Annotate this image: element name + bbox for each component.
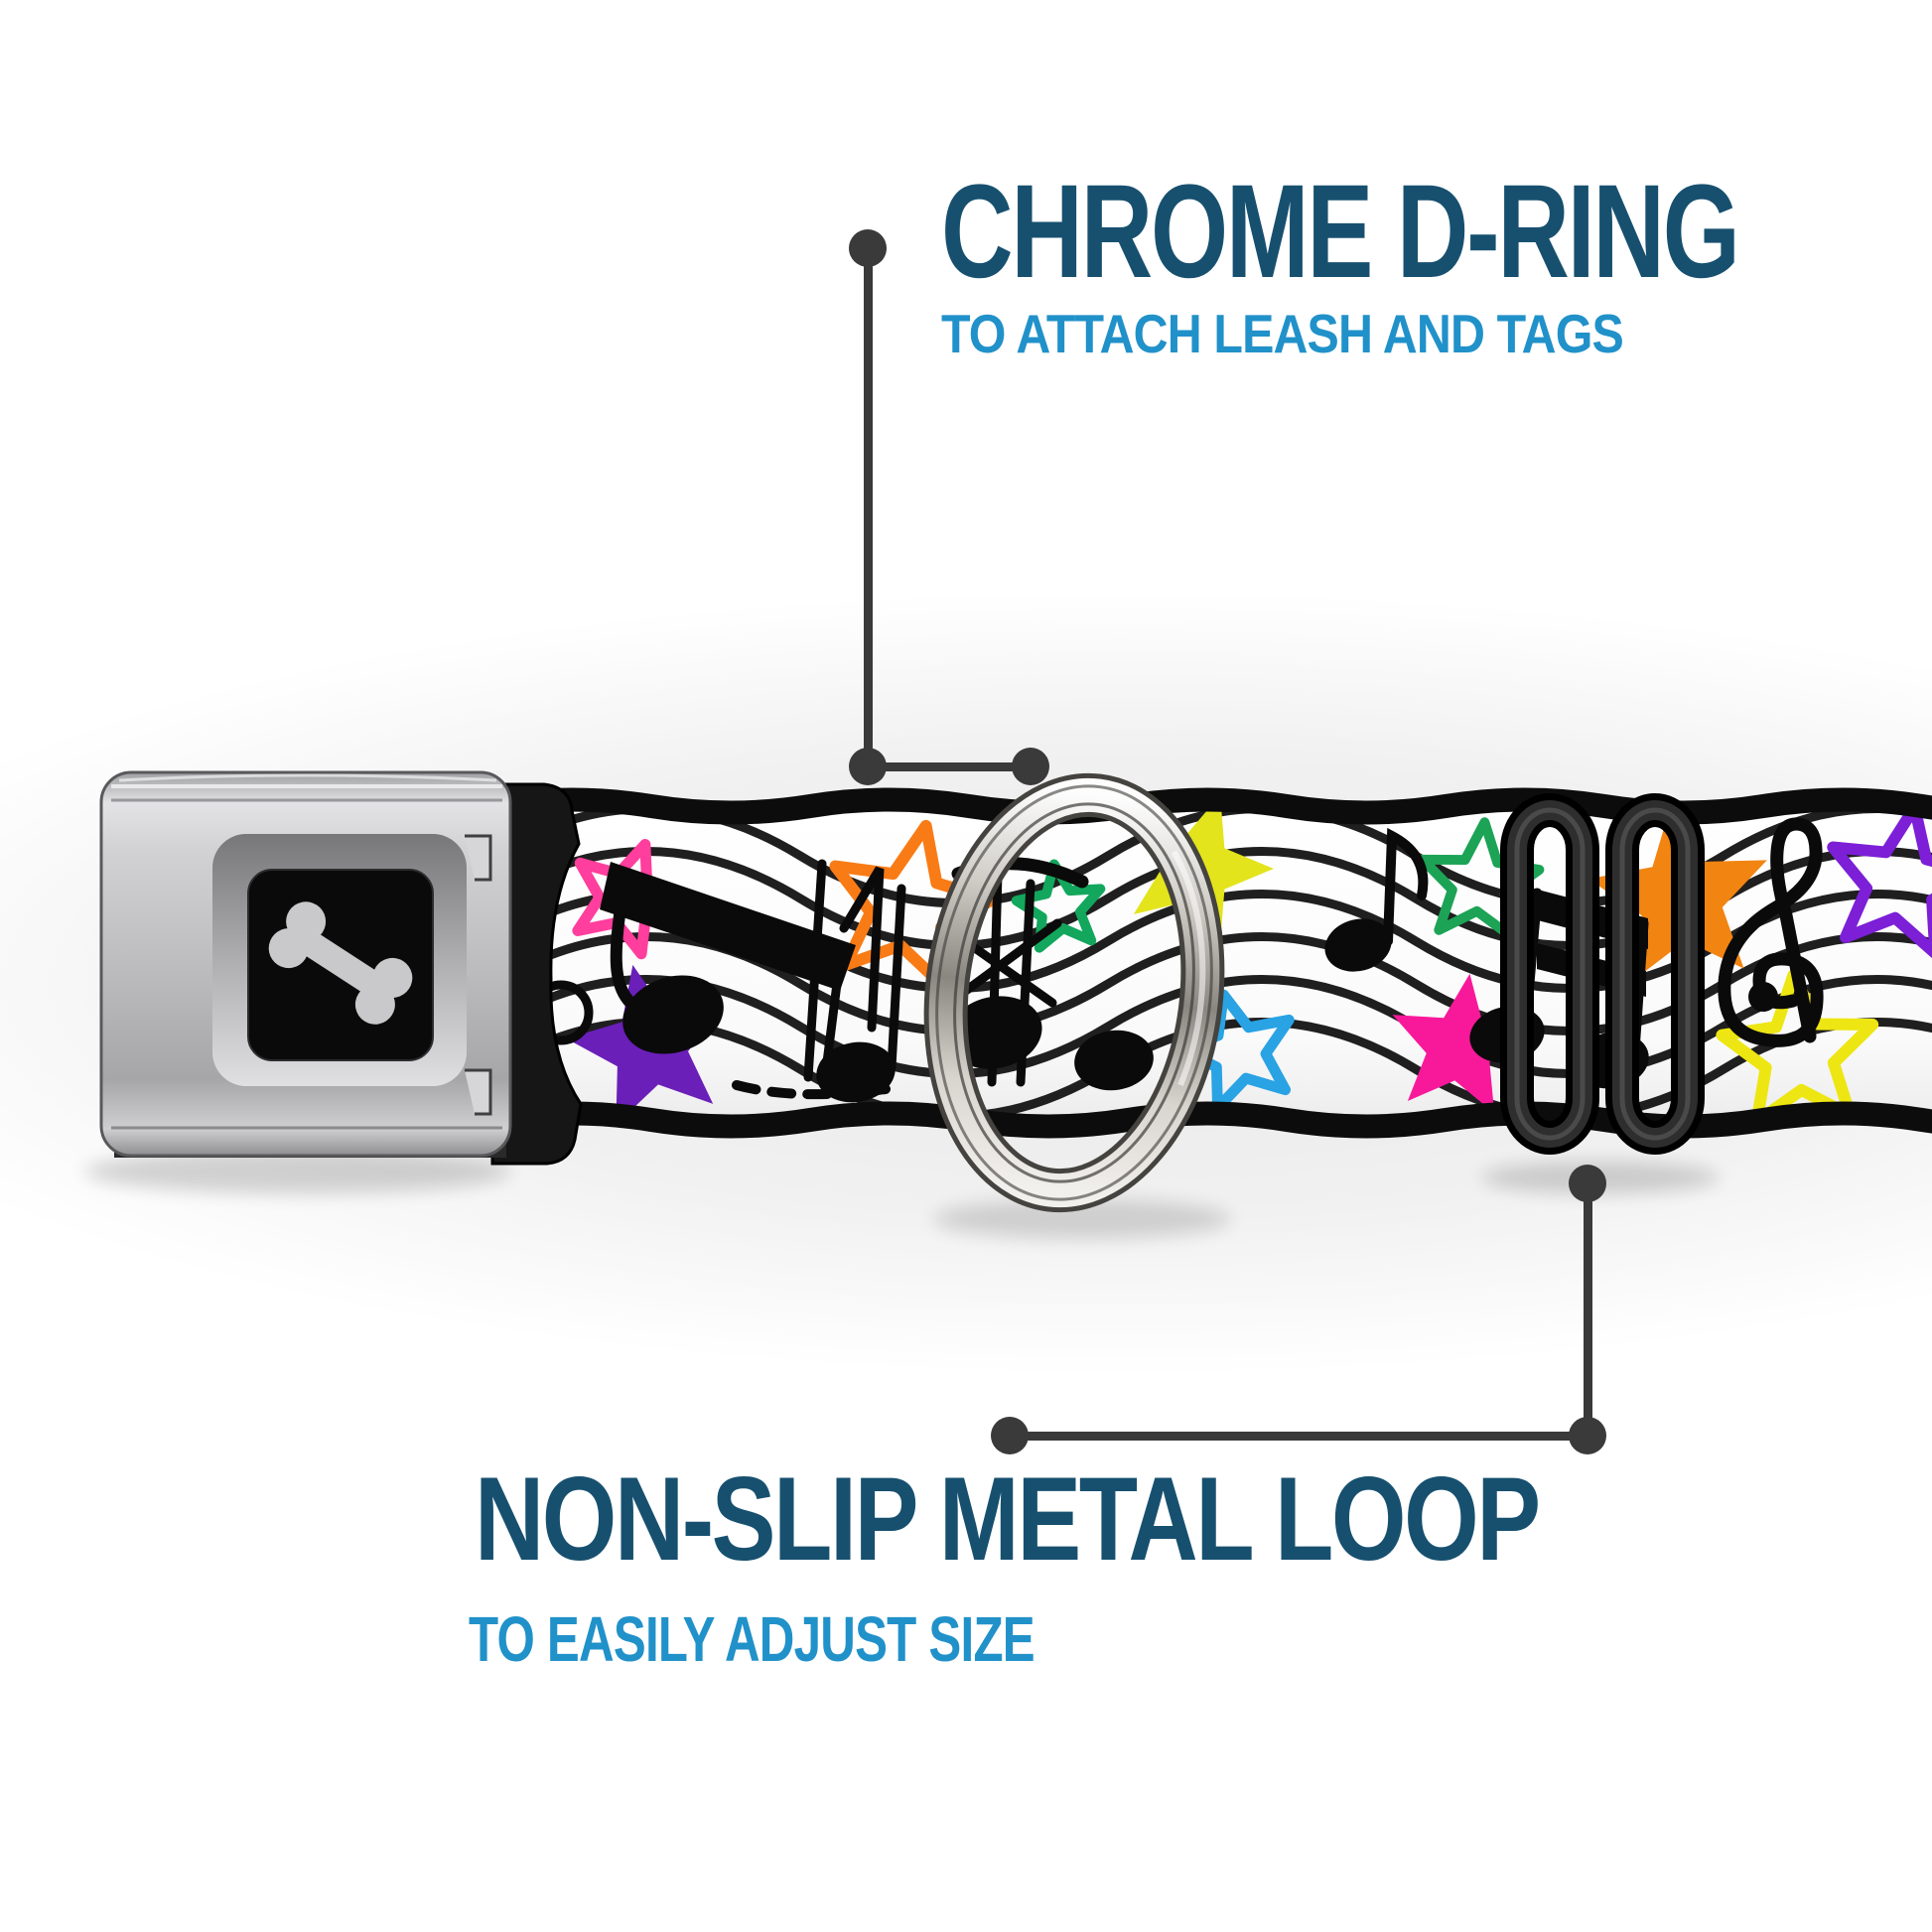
- loop-subtitle: TO EASILY ADJUST SIZE: [469, 1603, 1035, 1675]
- strap-edges: [481, 787, 1932, 1139]
- treble-clef-icon: [1718, 817, 1824, 1047]
- seatbelt-buckle: [99, 770, 512, 1158]
- chrome-d-ring: [923, 772, 1225, 1213]
- dring-title: CHROME D-RING: [941, 158, 1740, 306]
- dog-bone-icon: [268, 901, 413, 1025]
- callout-dot: [1012, 748, 1049, 785]
- callout-line-vertical: [864, 248, 873, 766]
- callout-line-horizontal: [1010, 1432, 1587, 1441]
- buckle-strap-connector: [490, 782, 583, 1166]
- callout-dot: [991, 1417, 1029, 1454]
- dring-subtitle: TO ATTACH LEASH AND TAGS: [941, 303, 1624, 364]
- loop-title: NON-SLIP METAL LOOP: [475, 1452, 1541, 1586]
- callout-line-horizontal: [868, 762, 1031, 771]
- callout-line-vertical: [1584, 1183, 1592, 1436]
- non-slip-metal-loop: [1500, 793, 1705, 1155]
- dog-collar-illustration: [84, 770, 1932, 1239]
- soft-shadows: [84, 1150, 1720, 1239]
